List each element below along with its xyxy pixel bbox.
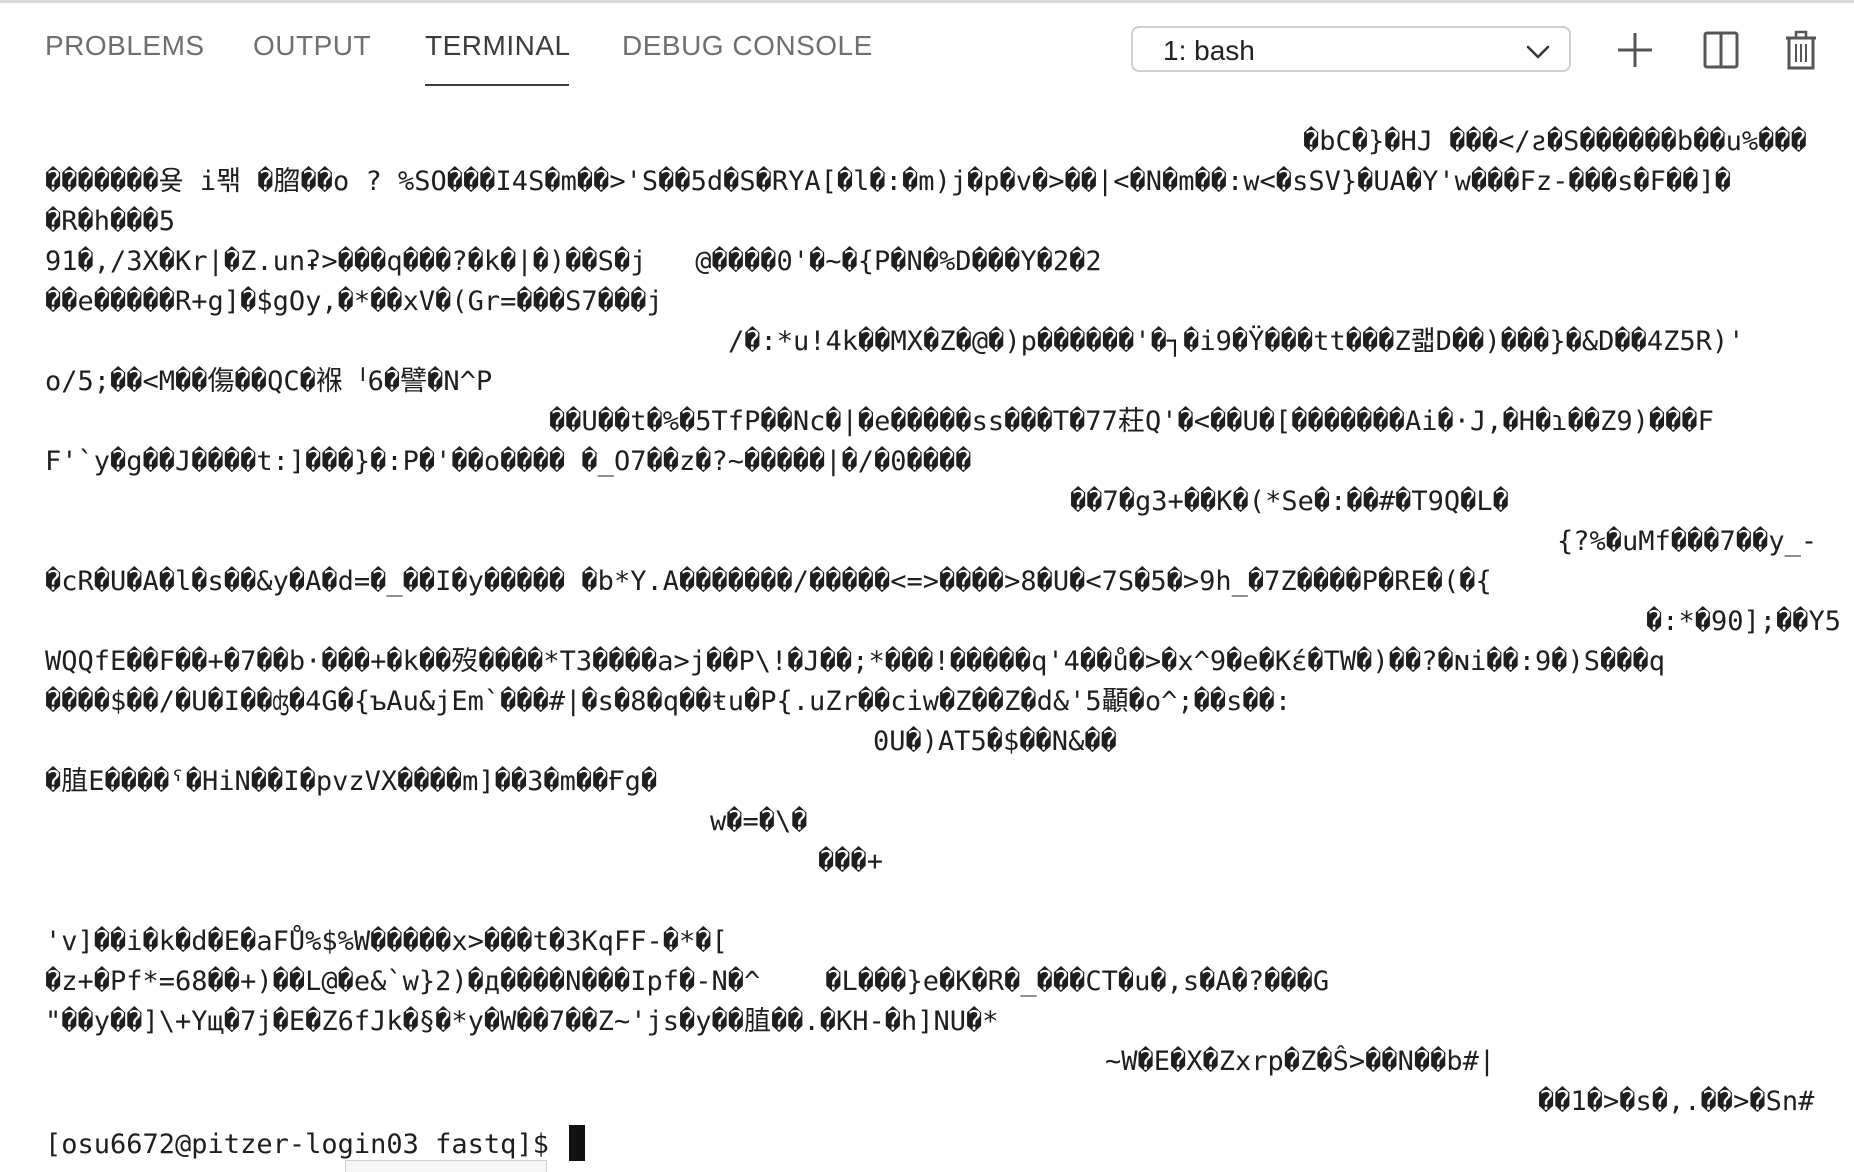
trash-icon [1786,30,1816,70]
terminal-line: ��e�����R+g]�$gOy,�*��xV�(Gr=���S7���j [45,286,663,317]
terminal-selector-value: 1: bash [1163,35,1255,66]
terminal-prompt-line: [osu6672@pitzer-login03 fastq]$ [45,1125,586,1162]
terminal-line: ��U��t�%�5TfP��Nc�|�e�����ss���T�77荰Q'�<… [549,406,1714,437]
terminal-line: 0U�)AT5�$��N&�� [873,726,1117,757]
split-icon [1703,31,1739,69]
terminal-line: ��1�>�s�,.��>�Sn# [1538,1086,1815,1117]
terminal-line: "��y��]\+Yщ�7j�E�Z6fJk�§�*y�W��7��Z~'js�… [45,1006,999,1037]
terminal-line: ����$��/�U�I��ʤ�4G�{ъAu&jEm`���#|�s�8�q�… [45,686,1292,717]
panel-top-border [0,0,1854,3]
split-terminal-button[interactable] [1697,26,1745,74]
panel-tab-bar: PROBLEMS OUTPUT TERMINAL DEBUG CONSOLE 1… [0,0,1854,100]
chevron-down-icon [1525,38,1551,69]
terminal-line: 91�,/3X�Kr|�Z.unʡ>���q���?�k�|�)��S�j @�… [45,246,1102,277]
terminal-prompt: [osu6672@pitzer-login03 fastq]$ [45,1129,566,1160]
terminal-line: �:*�90];��Y5 [1646,606,1842,637]
terminal-line: �������욪 i뫢 �䐇��o ? %SO���I4S�m��>'S��5d… [45,166,1731,197]
terminal-cursor [569,1125,586,1161]
tab-output[interactable]: OUTPUT [253,30,372,61]
tab-terminal[interactable]: TERMINAL [425,30,571,61]
terminal-line: �R�h���5 [45,206,176,237]
terminal-line: ���+ [818,846,884,877]
new-terminal-button[interactable] [1611,26,1659,74]
tooltip-popup [345,1160,547,1172]
terminal-line: �cR�U�A�l�s��&y�A�d=�_��I�y����� �b*Y.A�… [45,566,1492,597]
active-tab-indicator [425,84,569,86]
terminal-line: {?%�uMf���7��y_- [1557,526,1818,557]
kill-terminal-button[interactable] [1777,26,1825,74]
terminal-line: �bC�}�HJ ���</ƨ�S������b��u%��� [1303,126,1807,157]
plus-icon [1618,33,1652,67]
terminal-line: /�:*u!4k��MX�Z�@�)p������'�┐�i9�Ÿ���tt��… [728,326,1745,357]
terminal-line: w�=�\� [710,806,808,837]
terminal-line: �z+�Pf*=68��+)��L@�e&`w}2)�д����N���Ipf�… [45,966,1330,997]
terminal-selector-dropdown[interactable]: 1: bash [1131,26,1571,72]
terminal-line: ��7�g3+��K�(*Se�:��#�T9Q�L� [1070,486,1509,517]
terminal-line: �䐈E����ˤ�HiN��I�pvzVX����m]��3�m��Ғg� [45,766,658,797]
tab-problems[interactable]: PROBLEMS [45,30,205,61]
terminal-line: o/5;��<M��傷��QC�褓ᅵ6�譬�N^P [45,366,493,397]
terminal-line: 'v]��i�k�d�E�aFŮ%$%W�����x>���t�3KqFF-�*… [45,926,728,957]
tab-debug-console[interactable]: DEBUG CONSOLE [622,30,873,61]
terminal-line: ~W�E�X�Zxrp�Z�Ŝ>��N��b#| [1105,1046,1496,1077]
terminal-output[interactable]: �bC�}�HJ ���</ƨ�S������b��u%��� �������욪… [0,100,1854,1172]
terminal-line: F'`y�g��J����t:]���}�:P�'��o���� �_O7��z… [45,446,972,477]
terminal-line: WQQfE��F��+�7��b·���+�k��歿����*T3����a>j… [45,646,1666,677]
